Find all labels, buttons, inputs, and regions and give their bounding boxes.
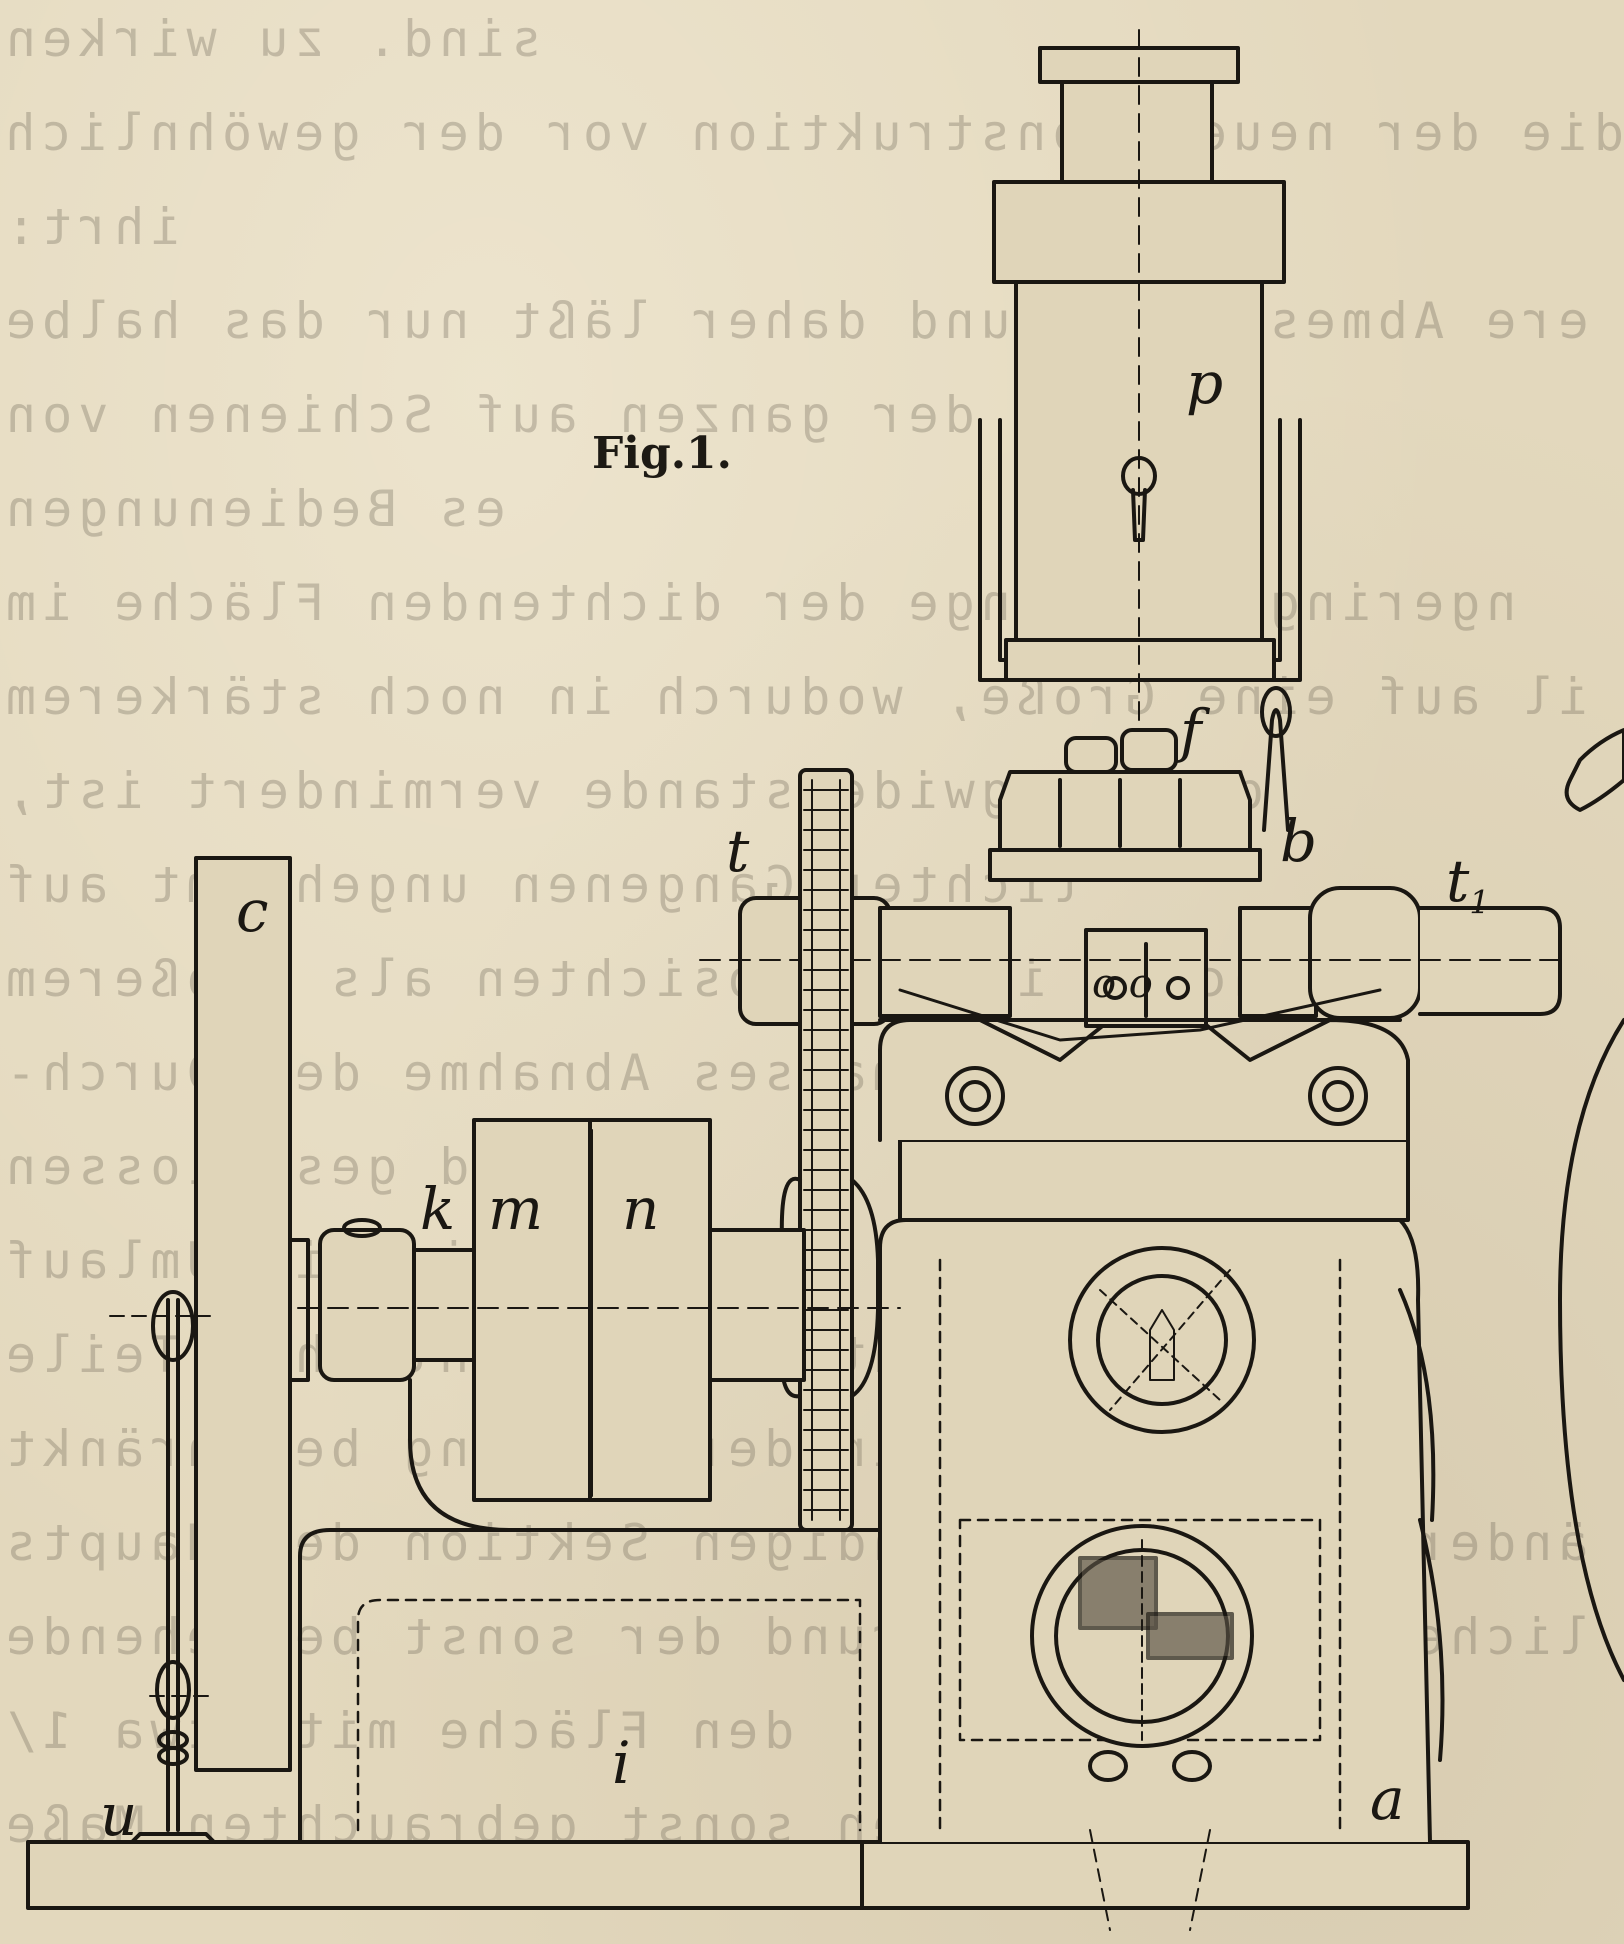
valve-box-f (988, 686, 1292, 882)
label-p: p (1186, 349, 1224, 417)
bearing-housing (878, 1018, 1410, 1142)
label-t1-subscript: 1 (1469, 883, 1490, 922)
governor-u (109, 1290, 216, 1844)
lower-casing-i (298, 1378, 882, 1844)
label-c: c (236, 877, 269, 945)
label-t1-letter: t (1446, 847, 1470, 915)
label-n: n (622, 1175, 660, 1243)
label-t1: t1 (1446, 852, 1490, 919)
eccentric-lower (1030, 1524, 1254, 1931)
flywheel-c (194, 856, 310, 1772)
shaft-t (699, 886, 1562, 1042)
label-u: u (100, 1781, 138, 1849)
cylinder-p (978, 29, 1302, 721)
label-f: f (1180, 697, 1202, 765)
pulleys-mn (267, 1118, 901, 1502)
label-b: b (1280, 807, 1318, 875)
label-k: k (420, 1175, 456, 1243)
label-o-pair: o o (1092, 961, 1153, 1007)
label-t: t (726, 817, 750, 885)
figure-title: Fig.1. (592, 428, 732, 479)
label-i: i (612, 1729, 631, 1797)
gear-wheel (779, 768, 880, 1532)
right-edge-parts (1558, 728, 1624, 1682)
label-m: m (488, 1175, 543, 1243)
base-plate (26, 1840, 1470, 1910)
label-a: a (1370, 1765, 1405, 1833)
eccentric-upper (1068, 1246, 1256, 1434)
crosshead (1084, 928, 1208, 1028)
